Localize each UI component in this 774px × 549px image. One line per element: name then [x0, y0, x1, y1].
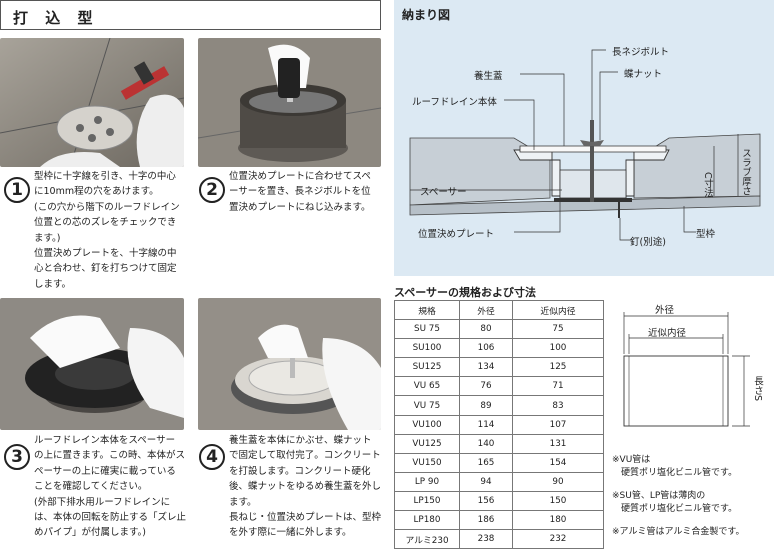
cell-outer-diameter: 238	[459, 529, 513, 549]
step2-number: 2	[199, 177, 225, 203]
diagram-title: 納まり図	[402, 8, 451, 22]
cell-outer-diameter: 94	[459, 471, 513, 492]
cell-outer-diameter: 165	[459, 452, 513, 473]
label-long-bolt: 長ネジボルト	[612, 47, 670, 58]
cell-inner-diameter: 107	[512, 414, 604, 435]
cell-inner-diameter: 100	[512, 338, 604, 359]
cell-inner-diameter: 180	[512, 510, 604, 531]
cell-spec: VU 75	[394, 395, 460, 416]
note-aluminum: ※アルミ管はアルミ合金製です。	[612, 527, 745, 537]
label-slab-thickness: スラブ厚さ	[740, 148, 751, 196]
step3-text: ルーフドレイン本体をスペーサー の上に置きます。この時、本体がス ペーサーの上に…	[34, 435, 187, 539]
cell-inner-diameter: 232	[512, 529, 604, 549]
label-wing-nut: 蝶ナット	[624, 69, 663, 80]
cell-inner-diameter: 75	[512, 319, 604, 340]
step1-text: 型枠に十字線を引き、十字の中心 に10mm程の穴をあけます。 (この穴から階下の…	[34, 171, 180, 290]
table-header-row: 規格 外径 近似内径	[394, 299, 604, 321]
cell-outer-diameter: 106	[459, 338, 513, 359]
cell-spec: VU150	[394, 452, 460, 473]
label-spacer: スペーサー	[420, 187, 467, 198]
cell-outer-diameter: 140	[459, 433, 513, 454]
spacer-dimension-drawing	[623, 312, 750, 427]
cell-inner-diameter: 131	[512, 433, 604, 454]
cell-spec: LP 90	[394, 471, 460, 492]
section-title: 打 込 型	[13, 9, 99, 27]
cell-spec: LP180	[394, 510, 460, 531]
note-su-lp: ※SU管、LP管は薄肉の 硬質ポリ塩化ビニル管です。	[612, 491, 738, 514]
step2-photo	[198, 38, 381, 167]
step3-number: 3	[4, 444, 30, 470]
cell-spec: VU 65	[394, 376, 460, 397]
label-drain-body: ルーフドレイン本体	[412, 97, 497, 108]
label-protective-cover: 養生蓋	[474, 71, 503, 82]
cell-inner-diameter: 150	[512, 490, 604, 512]
cell-outer-diameter: 186	[459, 510, 513, 531]
step1-photo	[0, 38, 184, 167]
dim-length-s: 長さS	[752, 376, 763, 402]
cell-inner-diameter: 71	[512, 376, 604, 397]
cell-inner-diameter: 125	[512, 357, 604, 378]
cell-inner-diameter: 90	[512, 471, 604, 492]
cell-spec: VU100	[394, 414, 460, 435]
spacer-spec-title: スペーサーの規格および寸法	[394, 286, 537, 299]
section-header: 打 込 型	[0, 0, 381, 30]
label-positioning-plate: 位置決めプレート	[418, 229, 495, 240]
step2-text: 位置決めプレートに合わせてスペ ーサーを置き、長ネジボルトを位 置決めプレートに…	[229, 171, 371, 213]
cell-spec: SU125	[394, 357, 460, 378]
header-inner-diameter: 近似内径	[512, 299, 604, 321]
cell-spec: アルミ230	[394, 529, 460, 549]
label-c-dimension: C寸法	[702, 172, 713, 198]
cell-spec: SU 75	[394, 319, 460, 340]
cell-outer-diameter: 134	[459, 357, 513, 378]
cell-inner-diameter: 154	[512, 452, 604, 473]
step3-photo	[0, 298, 184, 430]
installation-cross-section	[409, 49, 761, 241]
cell-spec: LP150	[394, 490, 460, 512]
header-spec: 規格	[394, 299, 460, 321]
note-vu: ※VU管は 硬質ポリ塩化ビニル管です。	[612, 455, 738, 478]
dim-inner-diameter: 近似内径	[648, 328, 687, 339]
step4-text: 養生蓋を本体にかぶせ、蝶ナット で固定して取付完了。コンクリート を打設します。…	[229, 435, 382, 539]
step4-number: 4	[199, 444, 225, 470]
cell-outer-diameter: 76	[459, 376, 513, 397]
cell-outer-diameter: 80	[459, 319, 513, 340]
cell-outer-diameter: 114	[459, 414, 513, 435]
label-formwork: 型枠	[696, 229, 716, 240]
cell-outer-diameter: 156	[459, 490, 513, 512]
header-outer-diameter: 外径	[459, 299, 513, 321]
step4-photo	[198, 298, 381, 430]
label-nail: 釘(別途)	[630, 237, 666, 248]
cell-spec: VU125	[394, 433, 460, 454]
dim-outer-diameter: 外径	[655, 305, 675, 316]
cell-inner-diameter: 83	[512, 395, 604, 416]
step1-number: 1	[4, 177, 30, 203]
cell-outer-diameter: 89	[459, 395, 513, 416]
cell-spec: SU100	[394, 338, 460, 359]
